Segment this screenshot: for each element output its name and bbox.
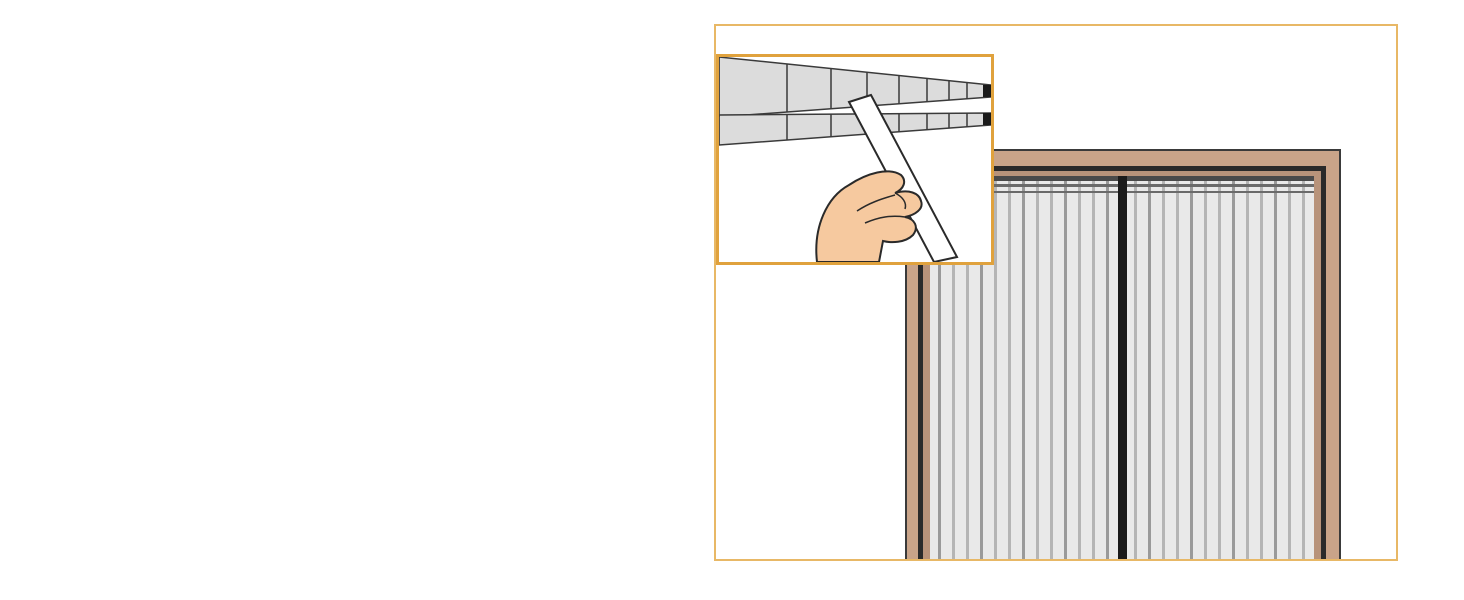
illustration-panel [714, 24, 1398, 561]
mesh-stripe [1288, 176, 1291, 559]
end-cap-lower [983, 113, 991, 125]
mesh-stripe [1190, 176, 1193, 559]
mesh-stripe [994, 176, 997, 559]
mesh-stripe [1134, 176, 1137, 559]
mesh-stripe [952, 176, 955, 559]
thumb-line [894, 192, 907, 210]
mesh-stripe [1204, 176, 1207, 559]
mesh-stripe [1078, 176, 1081, 559]
pleat-dividers [719, 57, 968, 145]
mesh-stripe [1050, 176, 1053, 559]
mesh-stripe [1036, 176, 1039, 559]
mesh-stripe [1064, 176, 1067, 559]
inset-detail-panel [716, 54, 994, 265]
mesh-stripe [1022, 176, 1025, 559]
mesh-stripe [1218, 176, 1221, 559]
mesh-stripe [980, 176, 983, 559]
screen-edge-lower [719, 112, 991, 146]
mesh-stripe [1148, 176, 1151, 559]
mesh-stripe [1232, 176, 1235, 559]
inset-illustration [719, 57, 991, 262]
mesh-stripe [1176, 176, 1179, 559]
mesh-stripe [966, 176, 969, 559]
mesh-stripe [1302, 176, 1305, 559]
hand [815, 170, 923, 262]
center-seam [1118, 176, 1127, 559]
door-screen-illustration [905, 149, 1341, 559]
hand-finger-line-1 [856, 194, 896, 212]
mesh-stripe [1008, 176, 1011, 559]
mesh-stripe [1092, 176, 1095, 559]
mesh-stripes [938, 176, 1305, 559]
mesh-stripe [1260, 176, 1263, 559]
hand-finger-line-2 [864, 215, 906, 224]
mesh-stripe [1274, 176, 1277, 559]
mesh-stripe [1162, 176, 1165, 559]
mesh-stripe [1246, 176, 1249, 559]
mesh-stripe [1106, 176, 1109, 559]
end-cap-upper [983, 85, 991, 97]
mesh-stripe [938, 176, 941, 559]
